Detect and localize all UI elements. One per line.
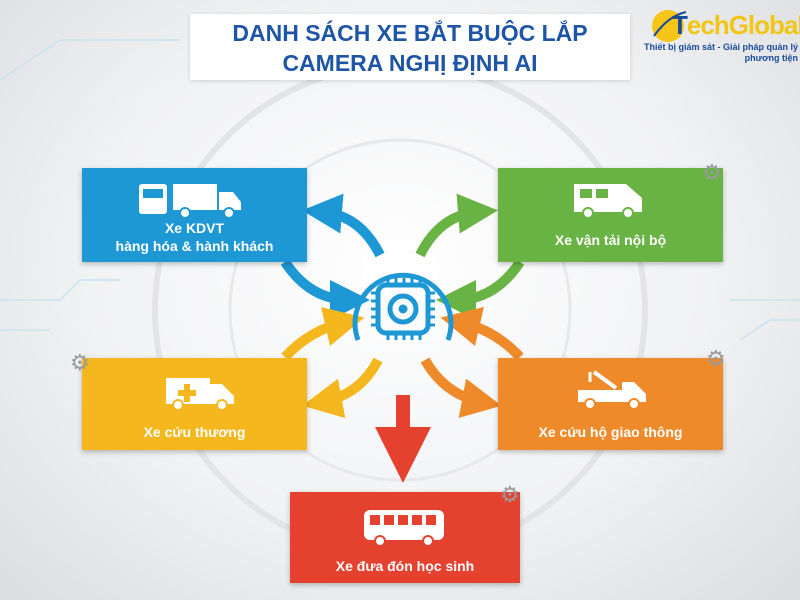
category-school-bus: Xe đưa đón học sinh bbox=[290, 492, 520, 583]
title-line-1: DANH SÁCH XE BẮT BUỘC LẮP bbox=[232, 20, 588, 46]
techglobal-logo: TechGlobal Thiết bị giám sát - Giải pháp… bbox=[636, 4, 800, 68]
school-bus-icon bbox=[364, 510, 444, 547]
globe-icon bbox=[652, 10, 687, 42]
category-internal-transport: Xe vận tải nội bộ bbox=[498, 168, 723, 262]
bus-truck-icon bbox=[139, 184, 241, 219]
minibus-icon bbox=[574, 184, 642, 219]
arrow-orange-out bbox=[420, 357, 502, 418]
gear-icon: ⚙ bbox=[706, 346, 726, 371]
gear-icon: ⚙ bbox=[500, 482, 520, 507]
arrow-blue-out bbox=[302, 193, 385, 258]
category-label: Xe vận tải nội bộ bbox=[554, 232, 667, 248]
arrow-orange-in bbox=[440, 306, 524, 361]
category-rescue: Xe cứu hộ giao thông bbox=[498, 358, 723, 450]
title-line-2: CAMERA NGHỊ ĐỊNH AI bbox=[282, 50, 538, 76]
arrow-green-in bbox=[436, 259, 525, 320]
arrow-yellow-in bbox=[281, 306, 365, 361]
tow-truck-icon bbox=[578, 370, 646, 410]
gear-icon: ⚙ bbox=[70, 350, 90, 375]
ambulance-icon bbox=[166, 378, 234, 411]
arrow-green-out bbox=[415, 193, 498, 258]
logo-tagline: Thiết bị giám sát - Giải pháp quản lý ph… bbox=[643, 42, 798, 63]
category-label: Xe cứu hộ giao thông bbox=[538, 424, 683, 440]
gear-icon: ⚙ bbox=[702, 160, 722, 185]
arrow-blue-in bbox=[280, 259, 370, 320]
title-banner: DANH SÁCH XE BẮT BUỘC LẮP CAMERA NGHỊ ĐỊ… bbox=[190, 14, 630, 80]
category-kdvt: Xe KDVT hàng hóa & hành khách bbox=[82, 168, 307, 262]
category-sublabel: hàng hóa & hành khách bbox=[115, 238, 274, 254]
arrow-yellow-out bbox=[302, 357, 383, 419]
category-ambulance: Xe cứu thương bbox=[82, 358, 307, 450]
category-label: Xe KDVT bbox=[164, 220, 225, 236]
category-label: Xe đưa đón học sinh bbox=[335, 558, 475, 574]
category-label: Xe cứu thương bbox=[143, 424, 246, 440]
logo-text: TechGlobal bbox=[672, 10, 800, 40]
ai-chip-camera-icon bbox=[352, 272, 454, 341]
